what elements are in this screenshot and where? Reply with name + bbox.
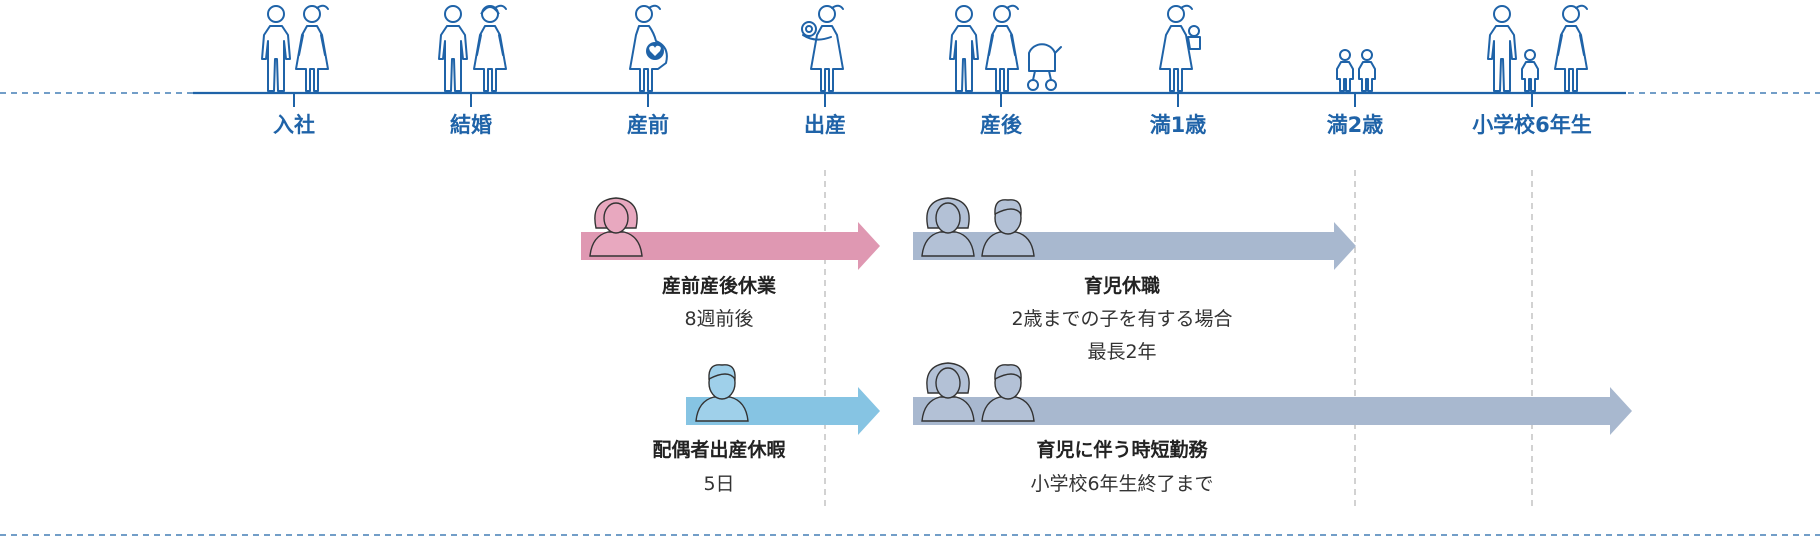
icon-stage-joining: [261, 4, 329, 92]
stage-label-age-1: 満1歳: [1149, 113, 1207, 137]
arrow-maternity-leave: [581, 222, 880, 270]
paternity-leave-title: 配偶者出産休暇: [652, 439, 786, 461]
avatar-mother-childcare: [921, 197, 975, 257]
stage-label-prenatal: 産前: [627, 113, 669, 137]
stage-ticks: [293, 93, 1533, 107]
arrow-short-hours: [913, 387, 1632, 435]
childcare-leave-duration: 最長2年: [1087, 341, 1157, 363]
maternity-leave-title: 産前産後休業: [661, 275, 776, 297]
short-hours-title: 育児に伴う時短勤務: [1036, 439, 1208, 461]
icon-stage-age-2: [1336, 49, 1376, 92]
stage-guide-lines: [824, 170, 1533, 510]
icon-stage-marriage: [438, 4, 507, 92]
icon-stage-birth: [801, 4, 844, 92]
arrow-childcare-leave: [913, 222, 1356, 270]
icon-stage-grade-6: [1487, 4, 1588, 92]
childcare-leave-title: 育児休職: [1083, 275, 1160, 297]
stage-label-marriage: 結婚: [450, 113, 492, 137]
stage-label-joining: 入社: [273, 113, 315, 137]
avatar-mother-short-hours: [921, 362, 975, 422]
icon-stage-postnatal: [949, 4, 1062, 92]
avatar-mother-maternity: [589, 197, 643, 257]
icon-stage-prenatal: [629, 4, 668, 92]
stage-label-birth: 出産: [804, 113, 846, 137]
stage-label-age-2: 満2歳: [1326, 113, 1384, 137]
avatar-father-short-hours: [981, 364, 1035, 422]
stage-label-grade-6: 小学校6年生: [1472, 113, 1592, 137]
stage-label-postnatal: 産後: [980, 113, 1022, 137]
maternity-leave-duration: 8週前後: [684, 308, 754, 330]
avatar-father-childcare: [981, 199, 1035, 257]
childcare-leave-condition: 2歳までの子を有する場合: [1011, 308, 1233, 330]
short-hours-duration: 小学校6年生終了まで: [1030, 473, 1214, 495]
avatar-father-paternity: [695, 364, 749, 422]
paternity-leave-duration: 5日: [703, 473, 735, 495]
icon-stage-age-1: [1159, 4, 1201, 92]
